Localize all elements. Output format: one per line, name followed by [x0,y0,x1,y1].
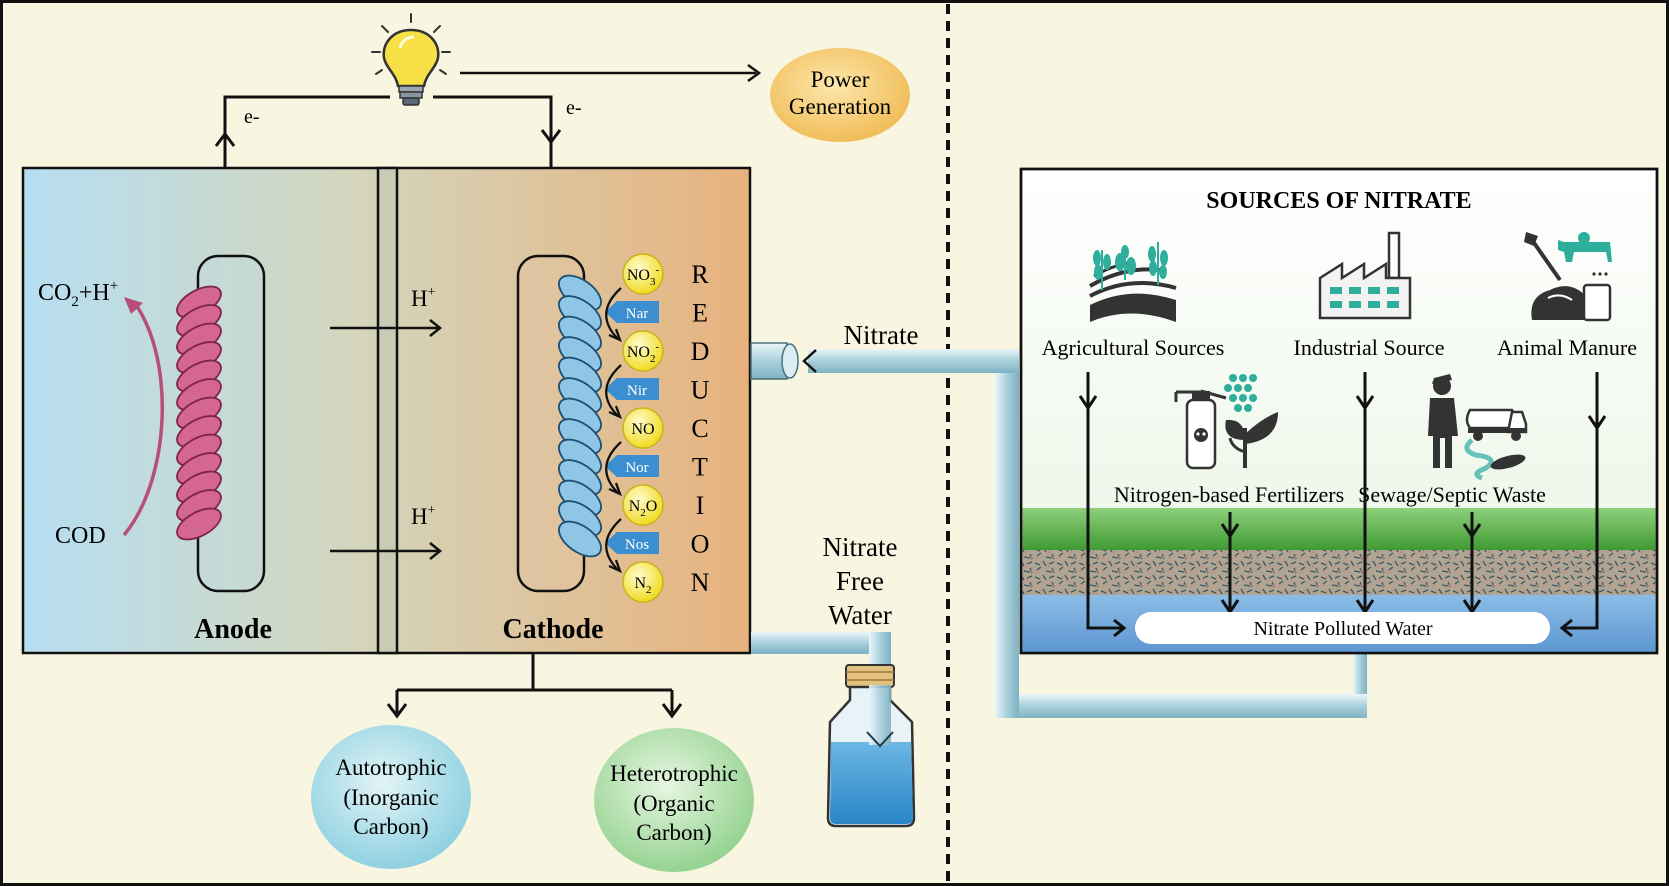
anode-biofilm-segment [176,507,222,541]
enzyme-arrow [605,378,659,400]
heterotrophic-circle [594,728,754,872]
polluted-water-label: Nitrate Polluted Water [1253,618,1432,640]
species-circle [622,330,664,372]
species-circle [622,484,664,526]
reduction-arrowhead [608,559,623,574]
reduction-arrowhead [608,405,623,420]
power-generation-circle [770,48,910,142]
reduction-arrow [605,364,622,417]
reduction-letter: U [691,376,710,405]
species-circle [622,407,664,449]
reduction-letter: C [691,414,708,443]
free-water-line3: Water [828,600,892,630]
grass-layer [1022,508,1656,550]
reduction-letter: O [691,530,710,559]
sources-title: SOURCES OF NITRATE [1206,188,1471,214]
water-bottle-icon [826,664,916,828]
free-water-line1: Nitrate [823,532,898,562]
industrial-label: Industrial Source [1294,335,1445,360]
anode-label: Anode [194,614,272,645]
reduction-letter: E [692,299,708,328]
fertilizer-spray-icon [1174,374,1278,470]
proton-arrowhead-lower [429,542,443,560]
species-label: N2O [629,498,658,519]
species-label: NO2- [627,341,660,365]
reduction-arrow [605,441,622,494]
co2-h-label: CO2+H+ [38,278,118,310]
factory-icon [1318,231,1412,320]
autotrophic-line2: (Inorganic [343,785,438,810]
heterotrophic-line1: Heterotrophic [610,761,738,786]
cod-oxidation-arrow [122,300,164,537]
enzyme-label: Nar [626,306,649,322]
agricultural-label: Agricultural Sources [1042,335,1225,360]
soil-layer [1022,550,1656,595]
sewage-label: Sewage/Septic Waste [1358,482,1546,507]
reduction-letter: T [692,453,708,482]
enzyme-arrow [605,532,659,554]
autotrophic-circle [311,725,471,869]
reduction-arrowhead [608,482,623,497]
enzyme-arrow [605,301,659,323]
electron-label-top-left: e- [244,106,260,128]
cod-oxidation-arrowhead [124,297,143,314]
reduction-letter: R [691,260,709,289]
species-circle [622,561,664,603]
enzyme-label: Nor [625,460,648,476]
agriculture-plants-icon [1089,242,1177,322]
power-arrowhead [747,63,762,83]
reduction-arrow [605,287,622,340]
svg-text:CO2+H+: CO2+H+ [38,278,118,310]
cathode-biofilm [558,274,602,558]
nitrate-inlet-pipe [750,342,1367,718]
enzyme-arrow [605,455,659,477]
heterotrophic-line2: (Organic [633,791,714,816]
species-circle [622,253,664,295]
animal-manure-icon [1524,232,1612,322]
electron-label-top-right: e- [566,97,582,119]
enzyme-label: Nir [627,383,647,399]
manure-label: Animal Manure [1497,335,1637,360]
anode-biofilm [176,285,222,541]
autotrophic-line3: Carbon) [353,814,428,839]
species-label: NO3- [627,264,660,288]
reduction-letter: N [691,568,710,597]
reduction-arrowhead [608,328,623,343]
power-generation-line2: Generation [789,94,892,119]
sources-panel-border [1019,167,1659,655]
fertilizers-label: Nitrogen-based Fertilizers [1114,482,1344,507]
power-generation-line1: Power [811,67,870,92]
reduction-arrow [605,518,622,571]
free-water-line2: Free [836,566,884,596]
nitrate-inflow-arrowhead [802,349,817,373]
polluted-water-bar [1135,612,1550,644]
cathode-label: Cathode [502,614,603,645]
proton-arrowhead-upper [429,319,443,337]
sewage-truck-icon [1428,374,1528,481]
light-bulb-icon [371,13,451,106]
species-label: N2 [634,575,651,596]
autotrophic-line1: Autotrophic [335,755,446,780]
enzyme-label: Nos [625,537,649,553]
carbon-source-tree [386,653,683,719]
cathode-biofilm-segment [558,520,602,558]
cod-label: COD [55,523,106,549]
reduction-letter: D [691,337,710,366]
reduction-letter: I [696,491,705,520]
species-label: NO [631,421,654,438]
heterotrophic-line3: Carbon) [636,820,711,845]
membrane [376,166,399,655]
nitrate-pipe-label: Nitrate [844,320,919,350]
